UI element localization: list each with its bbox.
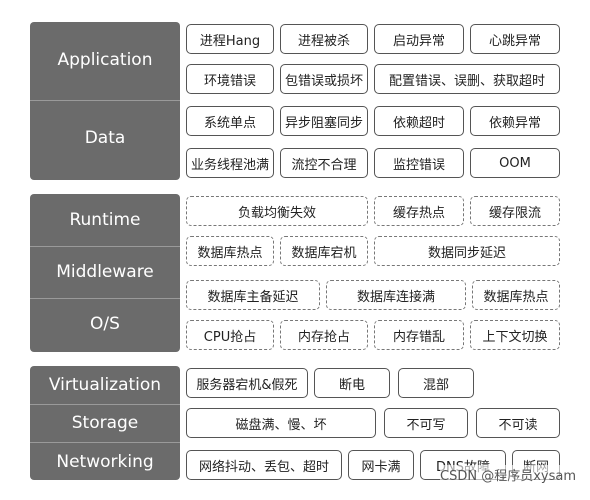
layer-label-application: Application xyxy=(57,50,153,70)
item-power-outage: 断电 xyxy=(314,368,390,398)
layer-divider xyxy=(30,298,180,299)
layer-label-storage: Storage xyxy=(71,413,139,433)
item-cache-ratelimit: 缓存限流 xyxy=(470,196,560,226)
item-dependency-error: 依赖异常 xyxy=(470,106,560,136)
layer-group-virtualization-storage-networking: Virtualization Storage Networking xyxy=(30,366,180,480)
layer-divider xyxy=(30,246,180,247)
item-flow-control: 流控不合理 xyxy=(280,148,368,178)
item-config-error: 配置错误、误删、获取超时 xyxy=(374,64,560,94)
item-dependency-timeout: 依赖超时 xyxy=(374,106,464,136)
layer-group-application-data: Application Data xyxy=(30,22,180,180)
layer-label-os: O/S xyxy=(90,314,120,334)
item-data-sync-delay: 数据同步延迟 xyxy=(374,236,560,266)
layer-label-virtualization: Virtualization xyxy=(48,375,162,395)
item-async-block: 异步阻塞同步 xyxy=(280,106,368,136)
item-load-balancer-failure: 负载均衡失效 xyxy=(186,196,368,226)
watermark: CSDN @程序员xysam xyxy=(440,465,576,484)
item-cpu-contention: CPU抢占 xyxy=(186,320,274,350)
item-not-writable: 不可写 xyxy=(384,408,468,438)
item-startup-error: 启动异常 xyxy=(374,24,464,54)
item-db-hotspot: 数据库热点 xyxy=(186,236,274,266)
item-server-down: 服务器宕机&假死 xyxy=(186,368,308,398)
item-db-connection-full: 数据库连接满 xyxy=(326,280,466,310)
item-env-error: 环境错误 xyxy=(186,64,274,94)
item-db-replication-delay: 数据库主备延迟 xyxy=(186,280,320,310)
item-oom: OOM xyxy=(470,148,560,178)
item-colocation: 混部 xyxy=(398,368,474,398)
item-single-point: 系统单点 xyxy=(186,106,274,136)
layer-divider xyxy=(30,404,180,405)
item-process-killed: 进程被杀 xyxy=(280,24,368,54)
layer-group-runtime-middleware-os: Runtime Middleware O/S xyxy=(30,194,180,352)
item-cache-hotspot: 缓存热点 xyxy=(374,196,464,226)
layer-label-networking: Networking xyxy=(56,452,154,472)
item-db-hotspot-2: 数据库热点 xyxy=(472,280,560,310)
layer-label-data: Data xyxy=(84,128,126,148)
item-monitor-error: 监控错误 xyxy=(374,148,464,178)
item-not-readable: 不可读 xyxy=(476,408,560,438)
item-memory-corruption: 内存错乱 xyxy=(374,320,464,350)
layer-label-middleware: Middleware xyxy=(56,262,154,282)
layer-divider xyxy=(30,442,180,443)
item-context-switch: 上下文切换 xyxy=(470,320,560,350)
item-disk-issue: 磁盘满、慢、坏 xyxy=(186,408,376,438)
item-threadpool-full: 业务线程池满 xyxy=(186,148,274,178)
item-heartbeat-error: 心跳异常 xyxy=(470,24,560,54)
item-network-jitter: 网络抖动、丢包、超时 xyxy=(186,450,342,480)
item-memory-contention: 内存抢占 xyxy=(280,320,368,350)
item-package-error: 包错误或损坏 xyxy=(280,64,368,94)
layer-divider xyxy=(30,100,180,101)
item-nic-full: 网卡满 xyxy=(348,450,414,480)
item-process-hang: 进程Hang xyxy=(186,24,274,54)
item-db-down: 数据库宕机 xyxy=(280,236,368,266)
layer-label-runtime: Runtime xyxy=(69,210,141,230)
